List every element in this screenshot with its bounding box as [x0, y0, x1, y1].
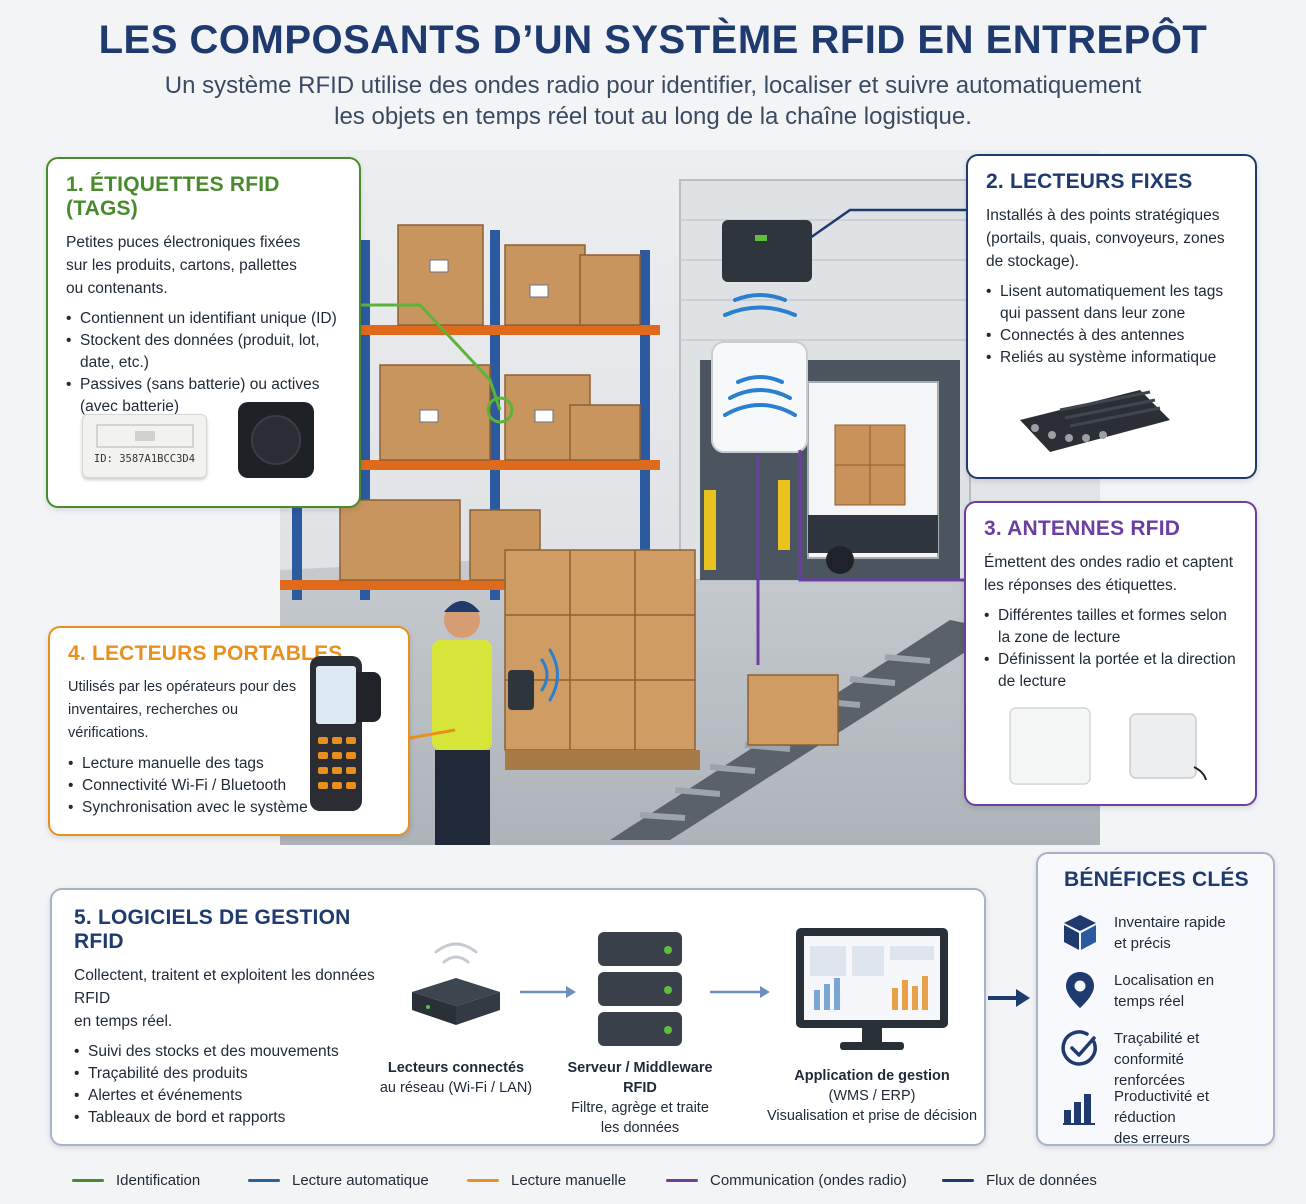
software-description: 5. LOGICIELS DE GESTION RFID Collectent,…: [74, 906, 394, 1129]
list-item: Connectés à des antennes: [986, 325, 1237, 347]
card-title: 3. ANTENNES RFID: [984, 517, 1181, 540]
antenna-small-image: [1129, 713, 1207, 781]
bar-chart-icon: [1063, 1094, 1095, 1125]
list-item: Synchronisation avec le système: [68, 797, 390, 819]
tag-antenna-pattern: [96, 424, 194, 448]
tag-id-label: ID: 3587A1BCC3D4: [93, 453, 196, 465]
list-item: Lecture manuelle des tags: [68, 753, 390, 775]
page-title: LES COMPOSANTS D’UN SYSTÈME RFID EN ENTR…: [98, 18, 1208, 62]
legend-swatch: [72, 1179, 104, 1182]
card-rfid-software: 5. LOGICIELS DE GESTION RFID Collectent,…: [50, 888, 986, 1146]
card-desc: Émettent des ondes radio et captent les …: [984, 554, 1234, 594]
list-item: Passives (sans batterie) ou actives(avec…: [66, 374, 341, 418]
card-desc: Collectent, traitent et exploitent les d…: [74, 967, 375, 1030]
card-handheld-readers: 4. LECTEURS PORTABLES Utilisés par les o…: [48, 626, 410, 836]
flow-step-readers: Lecteurs connectés au réseau (Wi-Fi / LA…: [379, 1060, 533, 1096]
fixed-reader-device-image: [1020, 390, 1170, 452]
flow-step-application: Application de gestion (WMS / ERP) Visua…: [766, 1068, 978, 1124]
card-rfid-tags: 1. ÉTIQUETTES RFID (TAGS) Petites puces …: [46, 157, 361, 508]
card-key-benefits: BÉNÉFICES CLÉS Inventaire rapide et préc…: [1036, 852, 1275, 1147]
list-item: Connectivité Wi-Fi / Bluetooth: [68, 775, 390, 797]
legend-swatch: [467, 1179, 499, 1182]
dashboard-monitor-icon: [796, 928, 948, 1050]
list-item: Reliés au système informatique: [986, 347, 1237, 369]
card-desc: Petites puces électroniques fixées sur l…: [66, 234, 301, 297]
benefit-item: Traçabilité et conformité renforcées: [1060, 1028, 1270, 1089]
box-icon: [1064, 915, 1096, 950]
legend-swatch: [248, 1179, 280, 1182]
legend-swatch: [942, 1179, 974, 1182]
benefit-item: Localisation en temps réel: [1060, 970, 1270, 1020]
server-icon: [598, 932, 682, 1046]
legend-item-radio-communication: Communication (ondes radio): [666, 1172, 907, 1189]
list-item: Suivi des stocks et des mouvements: [74, 1041, 394, 1063]
benefit-item: Productivité et réduction des erreurs: [1060, 1086, 1270, 1147]
flow-step-server: Serveur / Middleware RFID Filtre, agrège…: [567, 1060, 713, 1136]
page-subtitle: Un système RFID utilise des ondes radio …: [164, 72, 1142, 130]
card-title: 4. LECTEURS PORTABLES: [68, 642, 343, 665]
network-reader-icon: [412, 942, 500, 1025]
card-title: 1. ÉTIQUETTES RFID (TAGS): [66, 173, 280, 220]
legend-item-manual-reading: Lecture manuelle: [467, 1172, 626, 1189]
data-flow-arrow-icon: [988, 989, 1030, 1007]
legend-item-automatic-reading: Lecture automatique: [248, 1172, 429, 1189]
legend-swatch: [666, 1179, 698, 1182]
list-item: Alertes et événements: [74, 1085, 394, 1107]
card-list: Suivi des stocks et des mouvements Traça…: [74, 1041, 394, 1129]
list-item: Tableaux de bord et rapports: [74, 1107, 394, 1129]
list-item: Définissent la portée et la directionde …: [984, 649, 1237, 693]
flow-arrow-icon: [520, 986, 576, 998]
list-item: Traçabilité des produits: [74, 1063, 394, 1085]
card-desc: Utilisés par les opérateurs pour des inv…: [68, 679, 297, 741]
list-item: Contiennent un identifiant unique (ID): [66, 308, 341, 330]
antenna-large-image: [1009, 707, 1091, 785]
card-list: Contiennent un identifiant unique (ID) S…: [66, 308, 341, 418]
warehouse-scene-illustration: [280, 150, 1100, 845]
list-item: Stockent des données (produit, lot,date,…: [66, 330, 341, 374]
card-desc: Installés à des points stratégiques (por…: [986, 207, 1225, 270]
legend: Identification Lecture automatique Lectu…: [72, 1172, 1232, 1196]
card-title: 2. LECTEURS FIXES: [986, 170, 1193, 193]
check-circle-icon: [1061, 1030, 1097, 1066]
card-title: BÉNÉFICES CLÉS: [1064, 868, 1249, 891]
passive-tag-image: ID: 3587A1BCC3D4: [82, 414, 207, 478]
active-tag-image: [238, 402, 314, 478]
handheld-reader-device-image: [310, 656, 381, 811]
flow-arrow-icon: [710, 986, 770, 998]
card-title: 5. LOGICIELS DE GESTION RFID: [74, 906, 351, 953]
location-pin-icon: [1066, 972, 1094, 1008]
benefit-item: Inventaire rapide et précis: [1060, 912, 1270, 962]
legend-item-data-flow: Flux de données: [942, 1172, 1097, 1189]
card-list: Lecture manuelle des tags Connectivité W…: [68, 753, 390, 819]
legend-item-identification: Identification: [72, 1172, 200, 1189]
